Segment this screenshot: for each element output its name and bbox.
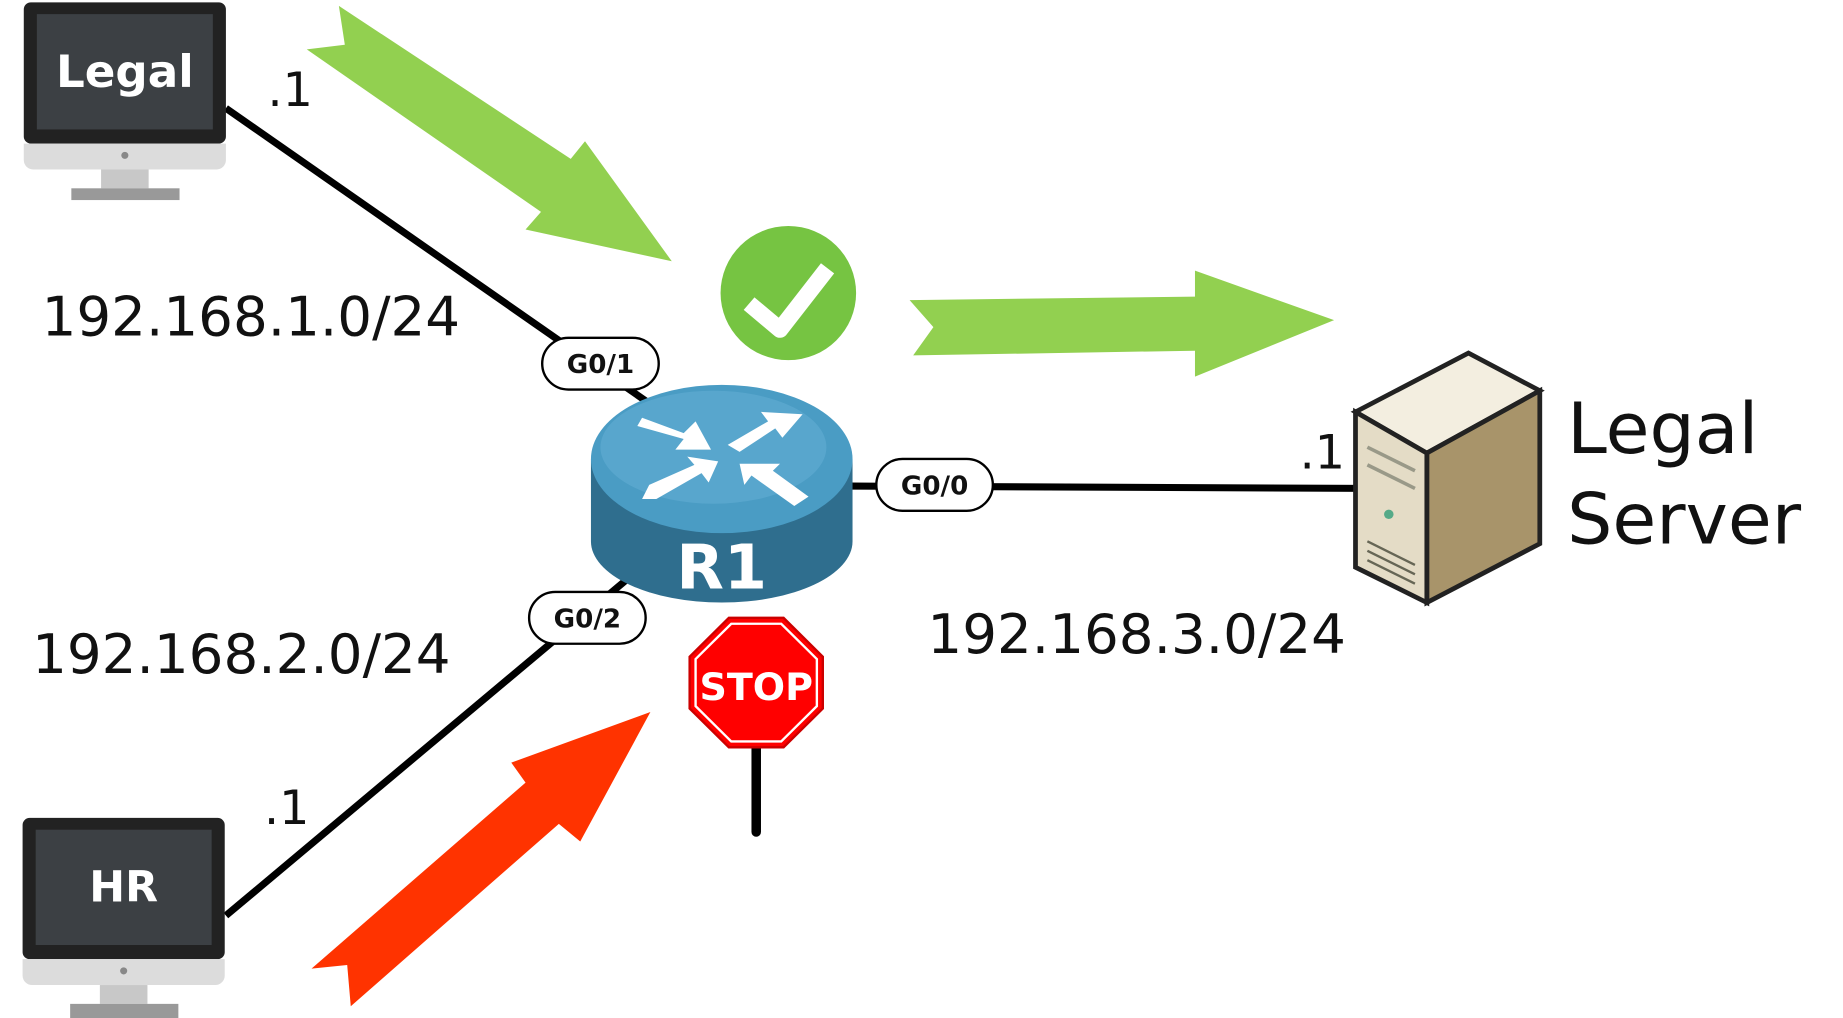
- check-icon: [720, 225, 857, 361]
- port-g02-label: G0/2: [554, 604, 621, 634]
- network-3-label: 192.168.3.0/24: [927, 602, 1346, 666]
- stop-sign-text: STOP: [699, 665, 813, 709]
- hr-pc-label: HR: [89, 863, 158, 913]
- network-1-label: 192.168.1.0/24: [42, 285, 461, 349]
- router-label: R1: [676, 532, 767, 604]
- port-g01-label: G0/1: [567, 350, 634, 380]
- allowed-arrow-outgoing: [909, 270, 1335, 377]
- server-ip: .1: [1300, 426, 1345, 481]
- port-g02: G0/2: [527, 590, 647, 645]
- allowed-arrow-incoming: [306, 5, 672, 262]
- router-icon: [590, 384, 853, 603]
- port-g00-label: G0/0: [901, 471, 968, 501]
- denied-arrow: [311, 712, 651, 1007]
- server-label-line1: Legal: [1567, 387, 1758, 470]
- server-icon: [1350, 350, 1545, 607]
- legal-pc-label: Legal: [56, 45, 194, 98]
- network-2-label: 192.168.2.0/24: [32, 622, 451, 686]
- server-label-line2: Server: [1567, 478, 1802, 561]
- legal-pc-ip: .1: [268, 63, 313, 118]
- legal-pc-icon: [23, 2, 226, 201]
- hr-pc-ip: .1: [264, 781, 309, 836]
- port-g01: G0/1: [541, 336, 660, 391]
- port-g00: G0/0: [875, 457, 995, 512]
- hr-pc-icon: [22, 817, 225, 1018]
- stop-sign-icon: [688, 616, 824, 837]
